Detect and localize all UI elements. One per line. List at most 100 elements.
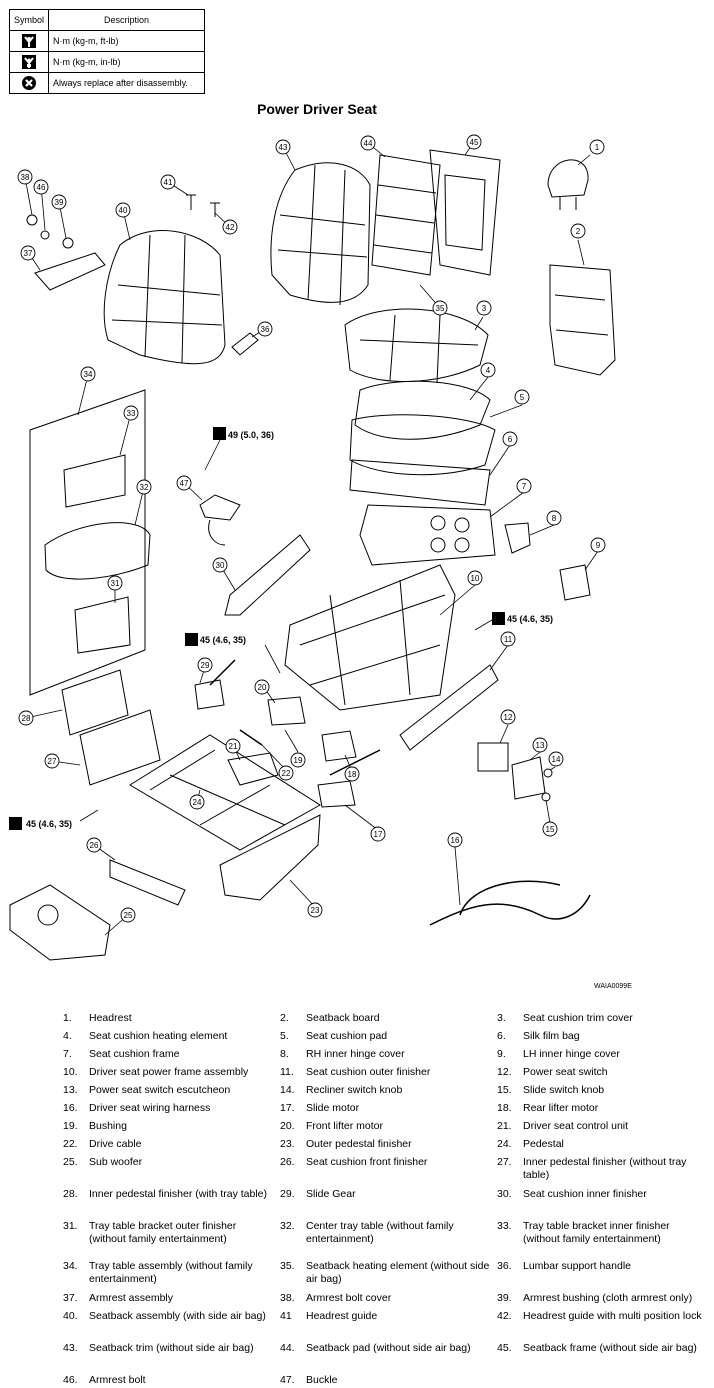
torque-label-45: 45 (4.6, 35)	[200, 635, 246, 645]
headrest-guide-lock-shape	[210, 202, 220, 217]
part-name: Seat cushion inner finisher	[523, 1188, 647, 1200]
callout-47: 47	[176, 475, 192, 491]
torque-spec-49: 49 (5.0, 36)	[204, 427, 274, 471]
callout-number: 4	[486, 366, 491, 375]
callout-number: 25	[124, 911, 133, 920]
part-number: 25.	[63, 1156, 78, 1168]
seatback-trim-shape	[270, 162, 371, 303]
part-name: Seatback frame (without side air bag)	[523, 1342, 697, 1354]
callout-25: 25	[120, 907, 136, 923]
callout-circle	[18, 710, 34, 726]
callout-circle	[516, 478, 532, 494]
torque-spec-labels: 49 (5.0, 36) 45 (4.6, 35) 45 (4.6, 35) 4…	[9, 427, 553, 830]
part-number: 43.	[63, 1342, 78, 1354]
part-number: 21.	[497, 1120, 512, 1132]
torque-spec-45-right: 45 (4.6, 35)	[474, 612, 553, 631]
part-number: 12.	[497, 1066, 512, 1078]
part-number: 32.	[280, 1220, 295, 1232]
callout-number: 41	[164, 178, 173, 187]
callout-number: 10	[471, 574, 480, 583]
callout-number: 27	[48, 757, 57, 766]
part-name: Tray table assembly (without family ente…	[89, 1260, 253, 1285]
diagram-title: Power Driver Seat	[257, 101, 377, 117]
callout-circle	[590, 537, 606, 553]
callout-number: 5	[520, 393, 525, 402]
front-finisher-shape	[109, 859, 186, 906]
part-number: 35.	[280, 1260, 295, 1272]
lumbar-handle-shape	[231, 332, 259, 356]
part-number: 5.	[280, 1030, 289, 1042]
callout-number: 39	[55, 198, 64, 207]
callout-number: 44	[364, 139, 373, 148]
callout-number: 7	[522, 482, 527, 491]
callout-circle	[212, 557, 228, 573]
part-name: Driver seat control unit	[523, 1120, 629, 1132]
exploded-seat-diagram: 49 (5.0, 36) 45 (4.6, 35) 45 (4.6, 35) 4…	[9, 134, 616, 961]
callout-circle	[107, 575, 123, 591]
symbol-legend: Symbol Description N·m (kg-m, ft-lb) N·m…	[8, 9, 205, 94]
callout-number: 13	[536, 741, 545, 750]
part-number: 45.	[497, 1342, 512, 1354]
callout-number: 47	[180, 479, 189, 488]
callout-number: 15	[546, 825, 555, 834]
callout-number: 24	[193, 798, 202, 807]
callout-circle	[546, 510, 562, 526]
callout-circle	[344, 766, 360, 782]
headrest-shape	[547, 159, 589, 198]
part-number: 44.	[280, 1342, 295, 1354]
inner-pedestal-finisher-tray-shape	[61, 669, 129, 736]
callout-number: 31	[111, 579, 120, 588]
callout-circle	[370, 826, 386, 842]
callout-circle	[542, 821, 558, 837]
callout-39: 39	[51, 194, 67, 210]
cushion-pad-shape	[354, 380, 491, 440]
callout-8: 8	[546, 510, 562, 526]
part-name: Lumbar support handle	[523, 1260, 631, 1272]
callout-3: 3	[476, 300, 492, 316]
legend-description: Always replace after disassembly.	[48, 72, 205, 94]
callout-33: 33	[123, 405, 139, 421]
callout-circle	[160, 174, 176, 190]
callout-circle	[275, 139, 291, 155]
part-name: Armrest bolt	[89, 1374, 146, 1386]
callout-circle	[254, 679, 270, 695]
callout-number: 45	[470, 138, 479, 147]
replace-after-disassembly-icon	[22, 76, 36, 90]
callout-42: 42	[222, 219, 238, 235]
armrest-shape	[34, 252, 106, 291]
part-name: Seat cushion trim cover	[523, 1012, 633, 1024]
torque-label-49: 49 (5.0, 36)	[228, 430, 274, 440]
part-number: 11.	[280, 1066, 294, 1078]
callout-number: 30	[216, 561, 225, 570]
callout-circle	[570, 223, 586, 239]
callout-circle	[115, 202, 131, 218]
part-name: Seatback board	[306, 1012, 380, 1024]
part-name: Inner pedestal finisher (with tray table…	[89, 1188, 268, 1200]
callout-number: 12	[504, 713, 513, 722]
part-number: 39.	[497, 1292, 512, 1304]
callout-number: 37	[24, 249, 33, 258]
callout-circle	[176, 475, 192, 491]
tray-table-assembly-box	[29, 389, 146, 696]
part-number: 28.	[63, 1188, 78, 1200]
callout-circle	[480, 362, 496, 378]
callout-18: 18	[344, 766, 360, 782]
callout-number: 26	[90, 841, 99, 850]
part-name: Rear lifter motor	[523, 1102, 599, 1114]
part-name: Pedestal	[523, 1138, 564, 1150]
callout-circle	[44, 753, 60, 769]
part-name: Seatback assembly (with side air bag)	[89, 1310, 266, 1322]
part-name: Headrest guide with multi position lock	[523, 1310, 702, 1322]
diagram-code: WAIA0099E	[594, 983, 632, 990]
slide-gear-shape	[194, 679, 225, 710]
part-number: 42.	[497, 1310, 512, 1322]
part-number: 22.	[63, 1138, 78, 1150]
callout-circle	[33, 179, 49, 195]
callout-30: 30	[212, 557, 228, 573]
callout-circle	[432, 300, 448, 316]
part-name: Center tray table (without family entert…	[306, 1220, 454, 1245]
torque-label-45: 45 (4.6, 35)	[26, 819, 72, 829]
part-name: Armrest bushing (cloth armrest only)	[523, 1292, 693, 1304]
torque-wrench-icon	[213, 427, 226, 440]
callout-number: 43	[279, 143, 288, 152]
